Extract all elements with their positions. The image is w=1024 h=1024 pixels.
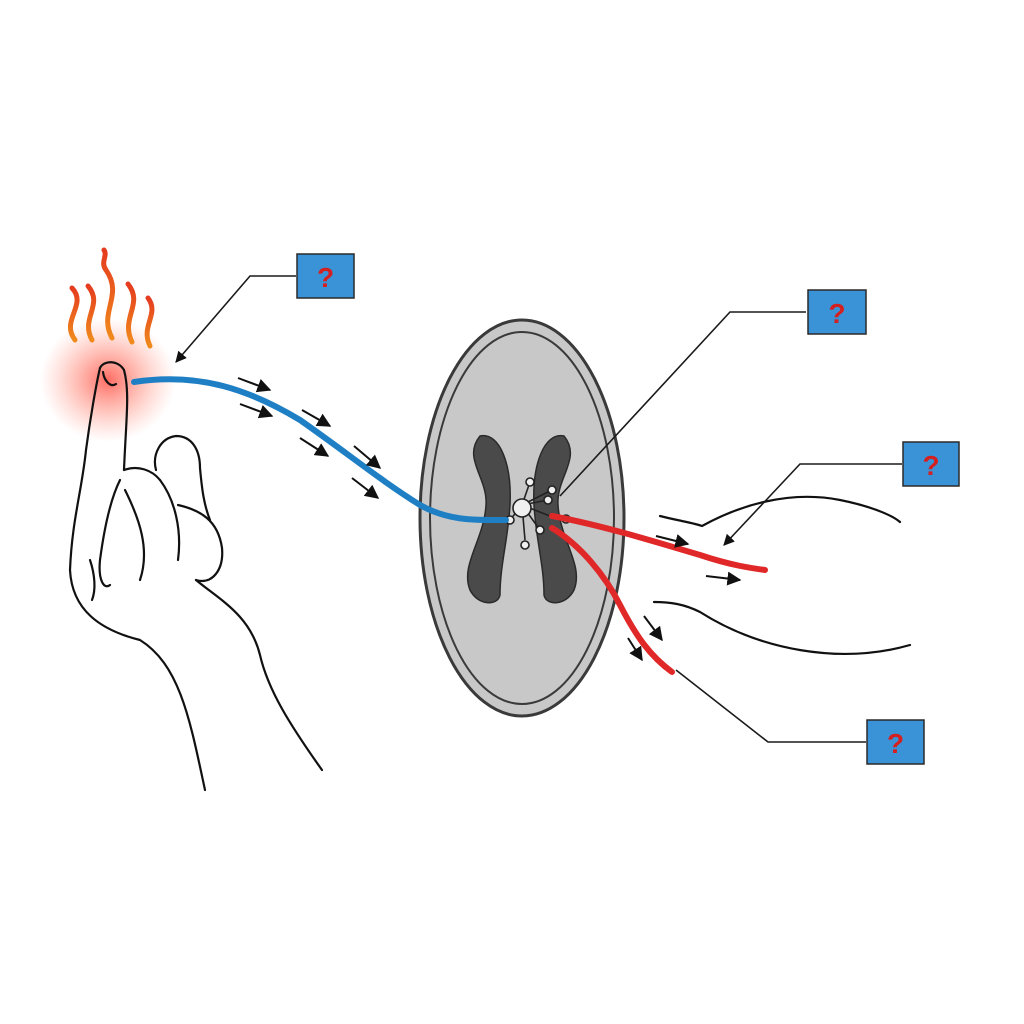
leader-lines xyxy=(175,275,902,743)
svg-text:?: ? xyxy=(317,262,334,293)
svg-text:?: ? xyxy=(828,298,845,329)
flow-arrows-sensory xyxy=(237,377,382,499)
motor-neuron-lower xyxy=(549,525,675,675)
motor-neuron-upper xyxy=(549,513,768,573)
svg-text:?: ? xyxy=(922,450,939,481)
label-effector[interactable]: ? xyxy=(902,441,960,487)
hand-outline xyxy=(68,361,324,792)
label-motor-neuron[interactable]: ? xyxy=(866,719,925,765)
muscle-outline xyxy=(652,495,912,655)
heat-glow xyxy=(40,318,176,442)
label-relay-neuron[interactable]: ? xyxy=(807,289,867,335)
sensory-neuron xyxy=(131,376,509,524)
label-receptor[interactable]: ? xyxy=(296,253,355,299)
svg-text:?: ? xyxy=(887,728,904,759)
heat-flames-icon xyxy=(67,247,155,349)
flow-arrows-motor xyxy=(627,534,742,662)
